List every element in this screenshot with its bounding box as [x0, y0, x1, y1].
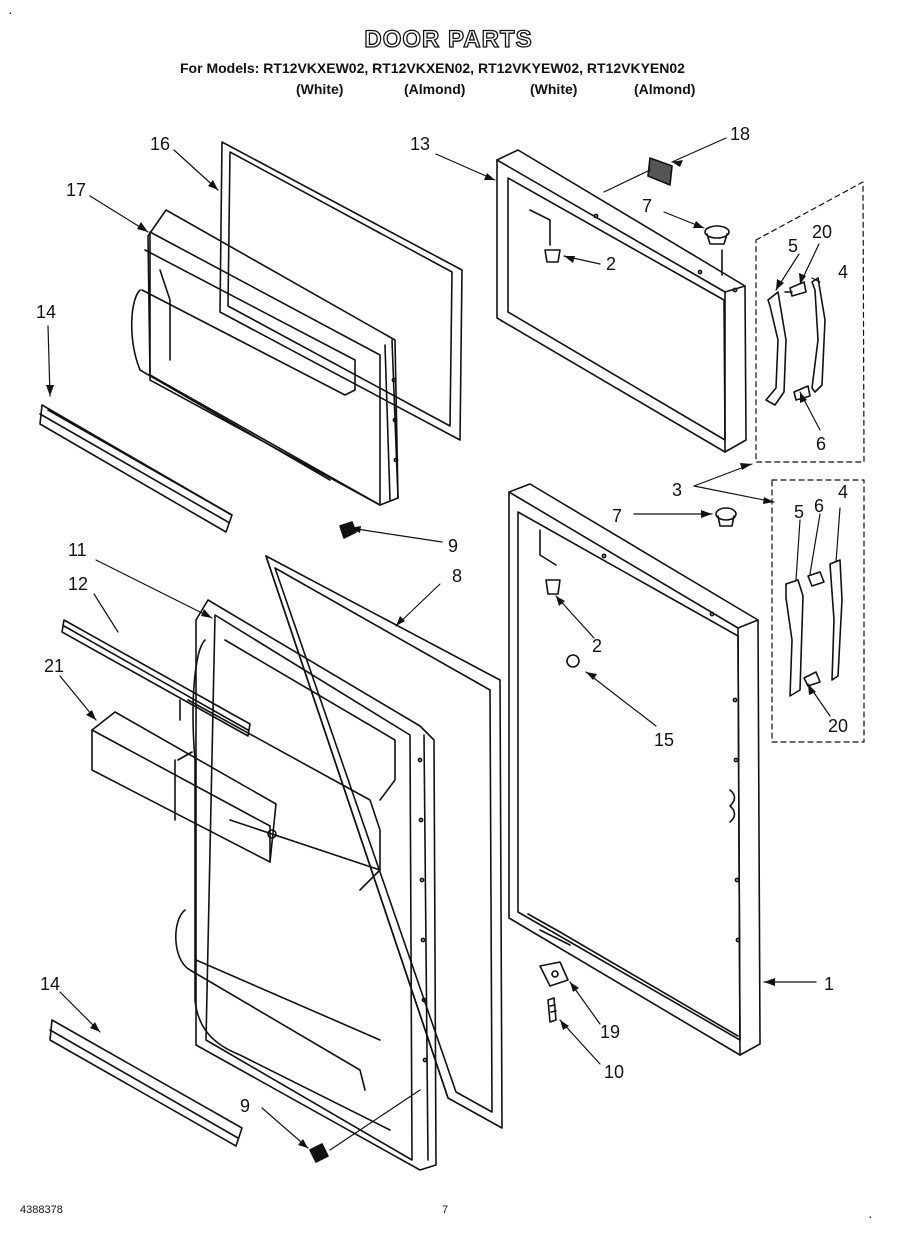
callout-7-upper: 7	[642, 196, 652, 216]
color-label-3: (White)	[530, 81, 578, 97]
callout-6-upper: 6	[816, 434, 826, 454]
color-label-4: (Almond)	[634, 81, 696, 97]
rating-label	[647, 157, 673, 186]
callout-5-upper: 5	[788, 236, 798, 256]
freezer-door-trim	[39, 404, 233, 533]
arrowheads	[46, 160, 816, 1148]
fresh-food-liner	[175, 599, 437, 1171]
page-title: DOOR PARTS	[364, 25, 533, 53]
callout-11: 11	[68, 540, 87, 560]
callout-4-upper: 4	[838, 262, 848, 282]
callout-21: 21	[44, 656, 64, 676]
screw-lower	[309, 1143, 329, 1163]
callout-19: 19	[600, 1022, 620, 1042]
callout-7-lower: 7	[612, 506, 622, 526]
color-label-2: (Almond)	[404, 81, 466, 97]
doc-number: 4388378	[20, 1204, 63, 1216]
models-line: For Models: RT12VKXEW02, RT12VKXEN02, RT…	[180, 60, 685, 76]
fresh-food-gasket	[265, 555, 503, 1129]
door-bin	[91, 711, 277, 863]
callout-9-lower: 9	[240, 1096, 250, 1116]
callout-2-lower: 2	[592, 636, 602, 656]
callout-3: 3	[672, 480, 682, 500]
freezer-outer-door	[496, 149, 747, 453]
freezer-door-liner	[130, 209, 399, 506]
lower-hinge-group	[771, 479, 865, 743]
callout-2-upper: 2	[606, 254, 616, 274]
upper-hinge-group	[755, 181, 865, 463]
callout-14-upper: 14	[36, 302, 56, 322]
fresh-food-door-trim	[49, 1019, 243, 1147]
callout-1: 1	[824, 974, 834, 994]
callout-5-lower: 5	[794, 502, 804, 522]
callout-4-lower: 4	[838, 482, 848, 502]
bottom-hinge-bracket	[539, 961, 569, 1023]
freezer-gasket	[219, 141, 463, 441]
callout-14-lower: 14	[40, 974, 60, 994]
page-number: 7	[442, 1204, 449, 1216]
callout-labels: 16 13 18 17 7 20 5 4 2 14 6 9 3 4 6 7 5 …	[36, 124, 848, 1116]
callout-17: 17	[66, 180, 86, 200]
callout-8: 8	[452, 566, 462, 586]
scan-mark-top: ·	[8, 4, 13, 20]
dairy-door-strip	[61, 619, 251, 737]
callout-13: 13	[410, 134, 430, 154]
callout-9-upper: 9	[448, 536, 458, 556]
plug-button-upper	[704, 225, 730, 245]
scan-mark-bottom: ·	[868, 1208, 873, 1224]
fresh-food-outer-door	[508, 483, 761, 1056]
plug-button-lower	[715, 507, 737, 527]
callout-20-upper: 20	[812, 222, 832, 242]
color-label-1: (White)	[296, 81, 344, 97]
callout-10: 10	[604, 1062, 624, 1082]
callout-18: 18	[730, 124, 750, 144]
callout-6-lower: 6	[814, 496, 824, 516]
callout-16: 16	[150, 134, 170, 154]
screw-upper	[339, 521, 357, 539]
callout-12: 12	[68, 574, 88, 594]
callout-15: 15	[654, 730, 674, 750]
callout-20-lower: 20	[828, 716, 848, 736]
